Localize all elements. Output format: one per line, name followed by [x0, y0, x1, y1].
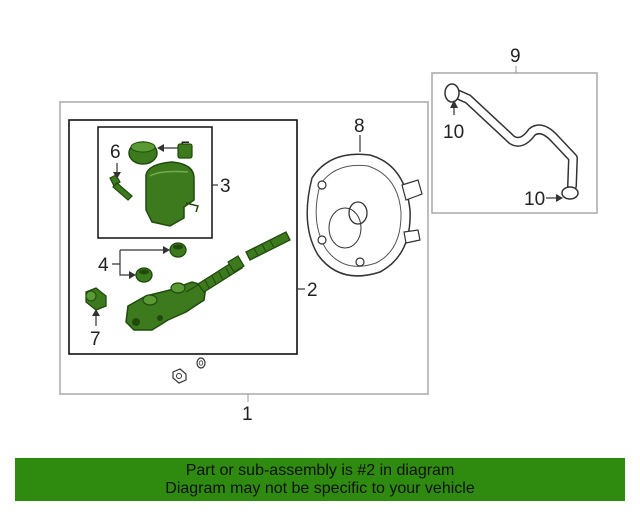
- callout-4-arrowhead-a: [163, 246, 170, 254]
- reservoir-cap: [128, 141, 158, 165]
- vacuum-hose: [444, 83, 579, 200]
- banner-line-2: Diagram may not be specific to your vehi…: [165, 479, 475, 497]
- callout-4: 4: [98, 255, 109, 276]
- callout-10b-arrowhead: [556, 194, 563, 202]
- callout-4-arrowhead-b: [129, 271, 136, 279]
- callout-7: 7: [90, 329, 101, 350]
- hose-9-frame: [431, 72, 598, 214]
- fluid-reservoir: [145, 143, 199, 227]
- info-banner: Part or sub-assembly is #2 in diagram Di…: [15, 458, 625, 501]
- callout-1: 1: [242, 404, 253, 425]
- pressure-sensor: [85, 287, 107, 311]
- callout-10b: 10: [524, 189, 545, 210]
- callout-6-arrowhead: [113, 172, 121, 179]
- banner-line-1: Part or sub-assembly is #2 in diagram: [185, 461, 455, 479]
- reservoir-frame: [97, 126, 213, 239]
- mounting-nuts: [172, 357, 206, 384]
- grommets: [135, 242, 187, 283]
- callout-2: 2: [307, 280, 318, 301]
- callout-10a-arrowhead: [450, 100, 458, 108]
- callout-6: 6: [110, 142, 121, 163]
- assembly-1-frame: [59, 101, 429, 395]
- reservoir-bolt: [109, 174, 133, 201]
- brake-booster: [306, 153, 423, 277]
- callout-4-leader: [112, 249, 166, 276]
- assembly-2-frame: [68, 119, 298, 355]
- callout-5-arrowhead: [157, 144, 164, 152]
- callout-7-arrowhead: [92, 309, 100, 316]
- master-cylinder: [125, 231, 291, 331]
- callout-3: 3: [220, 176, 231, 197]
- callout-10a: 10: [443, 122, 464, 143]
- callout-8: 8: [354, 116, 365, 137]
- callout-9: 9: [510, 46, 521, 67]
